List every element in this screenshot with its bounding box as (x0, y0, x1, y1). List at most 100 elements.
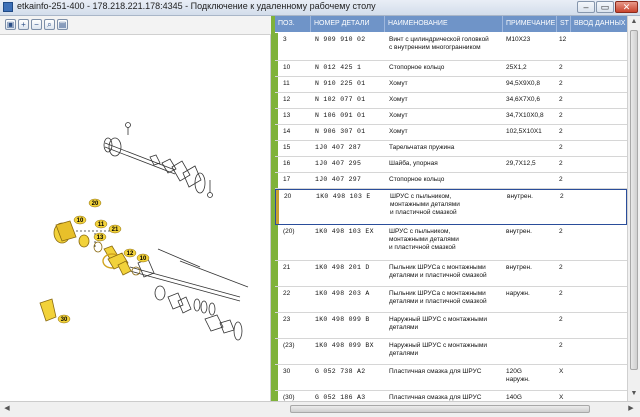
minimize-button[interactable]: ‒ (577, 1, 595, 13)
cell-name: Наружный ШРУС с монтажными деталями (389, 342, 487, 357)
scroll-down-icon[interactable]: ▼ (630, 390, 638, 397)
column-header-part-number[interactable]: НОМЕР ДЕТАЛИ (311, 16, 385, 32)
cell-name: Хомут (389, 112, 408, 119)
scroll-left-icon[interactable]: ◀ (4, 405, 10, 412)
exploded-view-panel: 20 10 11 13 21 12 10 30 (0, 35, 271, 401)
cell-pos: 10 (283, 64, 291, 71)
print-icon[interactable]: ▤ (57, 19, 68, 30)
close-button[interactable]: ✕ (615, 1, 638, 13)
cell-pos: 11 (283, 80, 290, 87)
vertical-scrollbar[interactable]: ▲ ▼ (627, 16, 640, 401)
callout-label[interactable]: 13 (97, 235, 104, 241)
column-header-pos[interactable]: ПОЗ. (275, 16, 311, 32)
remote-desktop-icon (3, 2, 13, 12)
column-header-input[interactable]: ВВОД ДАННЫХ (574, 20, 626, 27)
scroll-right-icon[interactable]: ▶ (628, 405, 634, 412)
maximize-button[interactable]: ▭ (596, 1, 614, 13)
cell-st: 2 (559, 64, 563, 71)
horizontal-scrollbar[interactable]: ◀ ▶ (0, 401, 640, 417)
callout-label[interactable]: 20 (92, 201, 99, 207)
horizontal-scroll-thumb[interactable] (290, 405, 590, 413)
drive-shaft-diagram[interactable]: 20 10 11 13 21 12 10 30 (0, 35, 270, 401)
callout-label[interactable]: 12 (127, 251, 134, 257)
row-marker (275, 261, 278, 286)
column-header-name[interactable]: НАИМЕНОВАНИЕ (385, 16, 503, 32)
cell-pos: 22 (283, 290, 291, 297)
cell-pos: (23) (283, 342, 295, 349)
zoom-out-icon[interactable]: − (31, 19, 42, 30)
cell-part: 1J0 407 295 (315, 160, 362, 167)
cell-st: 2 (559, 176, 563, 183)
cell-st: 2 (559, 96, 563, 103)
panel-divider[interactable] (271, 16, 275, 401)
callout-label[interactable]: 30 (61, 317, 68, 323)
row-marker (275, 33, 278, 60)
window-title: etkainfo-251-400 - 178.218.221.178:4345 … (17, 1, 376, 11)
fit-page-icon[interactable]: ▣ (5, 19, 16, 30)
scroll-thumb[interactable] (630, 30, 638, 370)
cell-part: 1J0 407 287 (315, 144, 362, 151)
callout-label[interactable]: 10 (140, 256, 147, 262)
callout-label[interactable]: 10 (77, 218, 84, 224)
cell-part: N 906 307 01 (315, 128, 366, 135)
cell-pos: 14 (283, 128, 291, 135)
row-marker (275, 225, 278, 260)
column-header-st[interactable]: ST (557, 16, 571, 32)
cell-st: 2 (560, 193, 564, 200)
cell-st: 2 (559, 112, 563, 119)
cell-part: N 012 425 1 (315, 64, 362, 71)
callout-label[interactable]: 21 (112, 227, 119, 233)
cell-part: N 102 077 01 (315, 96, 366, 103)
cell-pos: (20) (283, 228, 295, 235)
diagram-toolbar: ▣ + − ⌕ ▤ (0, 16, 272, 35)
row-marker (275, 93, 278, 108)
cell-st: 2 (559, 160, 563, 167)
callout-label[interactable]: 11 (98, 222, 105, 228)
cell-pos: 23 (283, 316, 291, 323)
parts-table-panel: ПОЗ. НОМЕР ДЕТАЛИ НАИМЕНОВАНИЕ ПРИМЕЧАНИ… (275, 16, 640, 401)
row-marker (275, 157, 278, 172)
zoom-area-icon[interactable]: ⌕ (44, 19, 55, 30)
row-marker (275, 365, 278, 390)
cell-st: 12 (559, 36, 567, 43)
cell-st: 2 (559, 128, 563, 135)
cell-name: Наружный ШРУС с монтажными деталями (389, 316, 487, 331)
cell-pos: 30 (283, 368, 291, 375)
cell-name: Хомут (389, 96, 408, 103)
zoom-in-icon[interactable]: + (18, 19, 29, 30)
cell-name: Шайба, упорная (389, 160, 438, 167)
cell-note: 34,7X10X0,8 (506, 112, 544, 119)
cell-name: Тарельчатая пружина (389, 144, 455, 151)
scroll-up-icon[interactable]: ▲ (630, 18, 638, 25)
column-header-note[interactable]: ПРИМЕЧАНИЕ (503, 16, 557, 32)
cell-note: 120G наружн. (506, 368, 530, 383)
cell-part: N 910 225 01 (315, 80, 366, 87)
cell-st: X (559, 394, 564, 401)
row-marker (275, 173, 278, 188)
cell-part: G 052 738 A2 (315, 368, 366, 375)
cell-pos: 12 (283, 96, 291, 103)
cell-st: 2 (559, 342, 563, 349)
row-marker (275, 109, 278, 124)
cell-note: внутрен. (507, 193, 533, 200)
cell-note: M10X23 (506, 36, 531, 43)
cell-name: ШРУС с пыльником, монтажными деталями и … (390, 193, 460, 216)
cell-part: 1K0 498 201 D (315, 264, 370, 271)
